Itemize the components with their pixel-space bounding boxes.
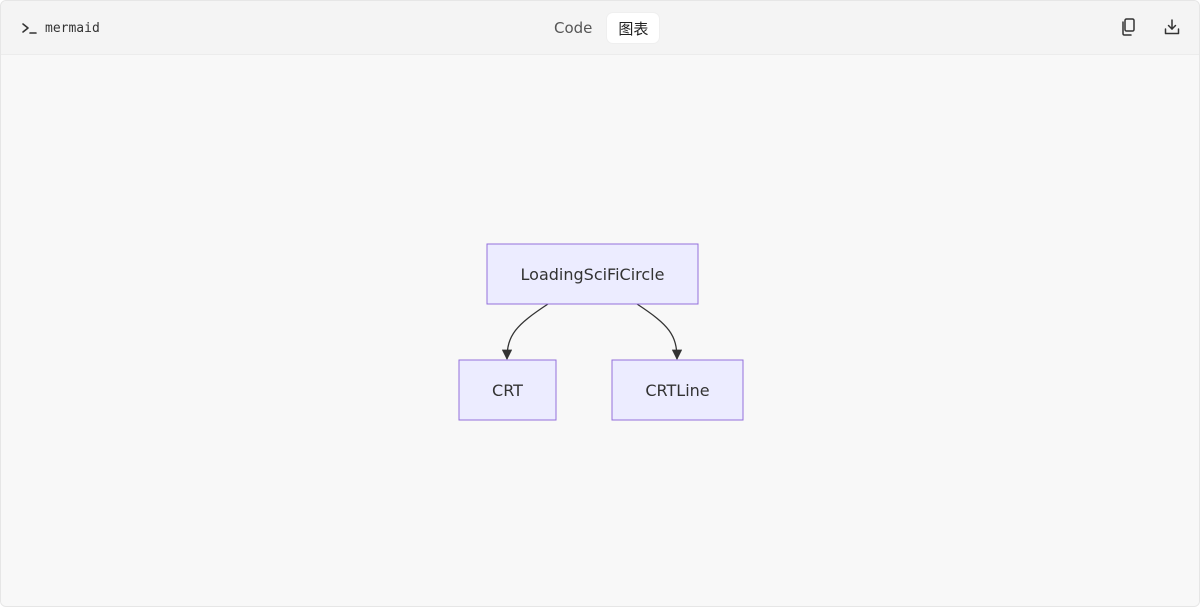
tab-code[interactable]: Code — [554, 19, 593, 37]
edge-root-to-crtline — [636, 303, 683, 361]
view-tabs: Code 图表 — [543, 13, 660, 43]
terminal-prompt-icon — [22, 23, 37, 34]
diagram-canvas: LoadingSciFiCircle CRT CRTLine — [1, 55, 1199, 606]
node-loadingscificircle: LoadingSciFiCircle — [486, 243, 699, 305]
download-icon — [1164, 19, 1180, 35]
download-button[interactable] — [1161, 16, 1183, 38]
node-label-crtline: CRTLine — [645, 381, 709, 400]
node-label-crt: CRT — [492, 381, 523, 400]
node-crtline: CRTLine — [611, 359, 744, 421]
node-label-loadingscificircle: LoadingSciFiCircle — [521, 265, 665, 284]
language-label: mermaid — [45, 20, 100, 36]
edge-root-to-crt — [501, 303, 549, 361]
language-indicator: mermaid — [21, 18, 100, 38]
node-crt: CRT — [458, 359, 557, 421]
copy-button[interactable] — [1117, 16, 1139, 38]
copy-icon — [1122, 18, 1135, 36]
mermaid-diagram: LoadingSciFiCircle CRT CRTLine — [458, 243, 744, 421]
tab-diagram[interactable]: 图表 — [607, 13, 660, 43]
code-block-toolbar: mermaid Code 图表 — [1, 1, 1199, 55]
